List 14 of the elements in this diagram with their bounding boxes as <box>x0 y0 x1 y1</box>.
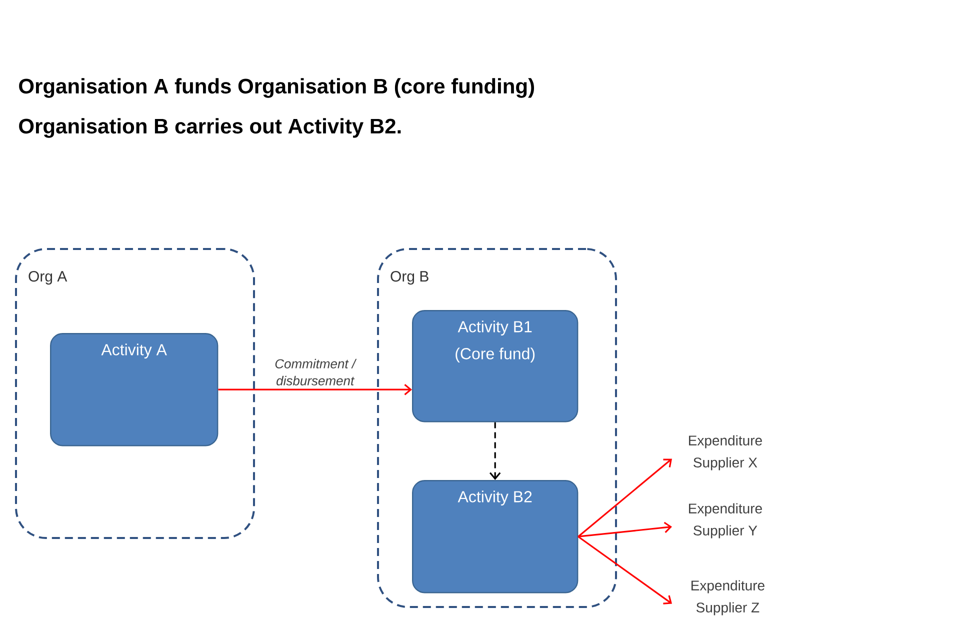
expenditure-label: Expenditure Supplier Z <box>692 580 764 616</box>
title: Organisation A funds Organisation B (core funding) <box>19 78 534 98</box>
arrow <box>218 384 412 396</box>
arrow <box>578 458 672 538</box>
arrow <box>490 422 501 480</box>
arrow <box>578 536 672 604</box>
expenditure-label: Expenditure Supplier Y <box>689 503 762 538</box>
expenditure-label: Expenditure Supplier X <box>689 435 762 470</box>
edge-label: Commitment / disbursement <box>275 358 357 386</box>
arrow <box>578 522 672 538</box>
activity-box: Activity B1 (Core fund) <box>412 310 578 422</box>
activity-box: Activity A <box>50 333 218 446</box>
subtitle: Organisation B carries out Activity B2. <box>19 118 401 138</box>
activity-box: Activity B2 <box>412 480 578 594</box>
